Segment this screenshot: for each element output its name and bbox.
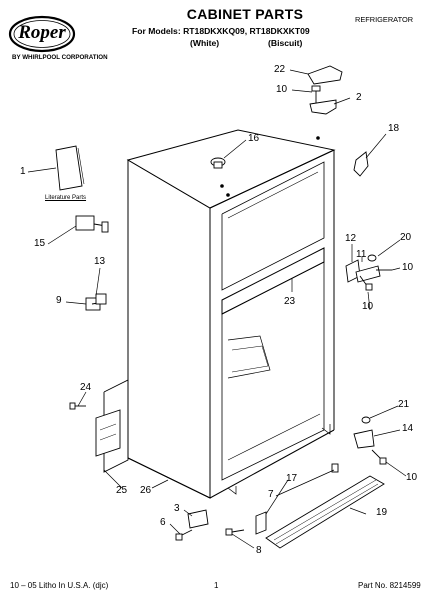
callout-10-mid: 10 (402, 262, 414, 273)
callout-8: 8 (256, 545, 262, 556)
literature-parts-label: Literature Parts (45, 195, 87, 201)
callout-12: 12 (345, 233, 357, 244)
callout-7: 7 (268, 489, 274, 500)
cabinet-shell (126, 129, 336, 499)
callout-19: 19 (376, 507, 388, 518)
brand-subtitle: BY WHIRLPOOL CORPORATION (12, 54, 108, 61)
page-title: CABINET PARTS (186, 6, 304, 22)
variant-white: (White) (190, 38, 220, 48)
callout-17: 17 (286, 473, 298, 484)
footer-page-number: 1 (214, 581, 219, 590)
callout-1: 1 (20, 166, 26, 177)
variant-biscuit: (Biscuit) (268, 38, 303, 48)
callout-24: 24 (80, 382, 92, 393)
callout-21: 21 (398, 399, 410, 410)
callout-16: 16 (248, 133, 260, 144)
rear-panel-part (95, 379, 129, 473)
callout-26: 26 (140, 485, 152, 496)
callout-13: 13 (94, 256, 106, 267)
footer-part-number: Part No. 8214599 (358, 581, 421, 590)
callout-23: 23 (284, 296, 296, 307)
callout-10-center: 10 (362, 301, 374, 312)
callout-15: 15 (34, 238, 46, 249)
small-parts (55, 65, 392, 549)
callout-22: 22 (274, 64, 286, 75)
callout-10-bottom: 10 (406, 472, 418, 483)
callout-11: 11 (356, 249, 367, 260)
brand-logo-text: Roper (18, 22, 66, 43)
callout-25: 25 (116, 485, 128, 496)
callout-18: 18 (388, 123, 400, 134)
roper-logo (8, 15, 76, 53)
callout-6: 6 (160, 517, 166, 528)
model-numbers: For Models: RT18DKXKQ09, RT18DKXKT09 (132, 26, 310, 36)
callout-2: 2 (356, 92, 362, 103)
callout-9: 9 (56, 295, 62, 306)
footer-litho: 10 – 05 Litho In U.S.A. (djc) (10, 581, 109, 590)
leader-lines (27, 69, 407, 549)
callout-20: 20 (400, 232, 412, 243)
callout-3: 3 (174, 503, 180, 514)
callout-10-top: 10 (276, 84, 288, 95)
callout-14: 14 (402, 423, 414, 434)
appliance-type: REFRIGERATOR (355, 15, 414, 24)
